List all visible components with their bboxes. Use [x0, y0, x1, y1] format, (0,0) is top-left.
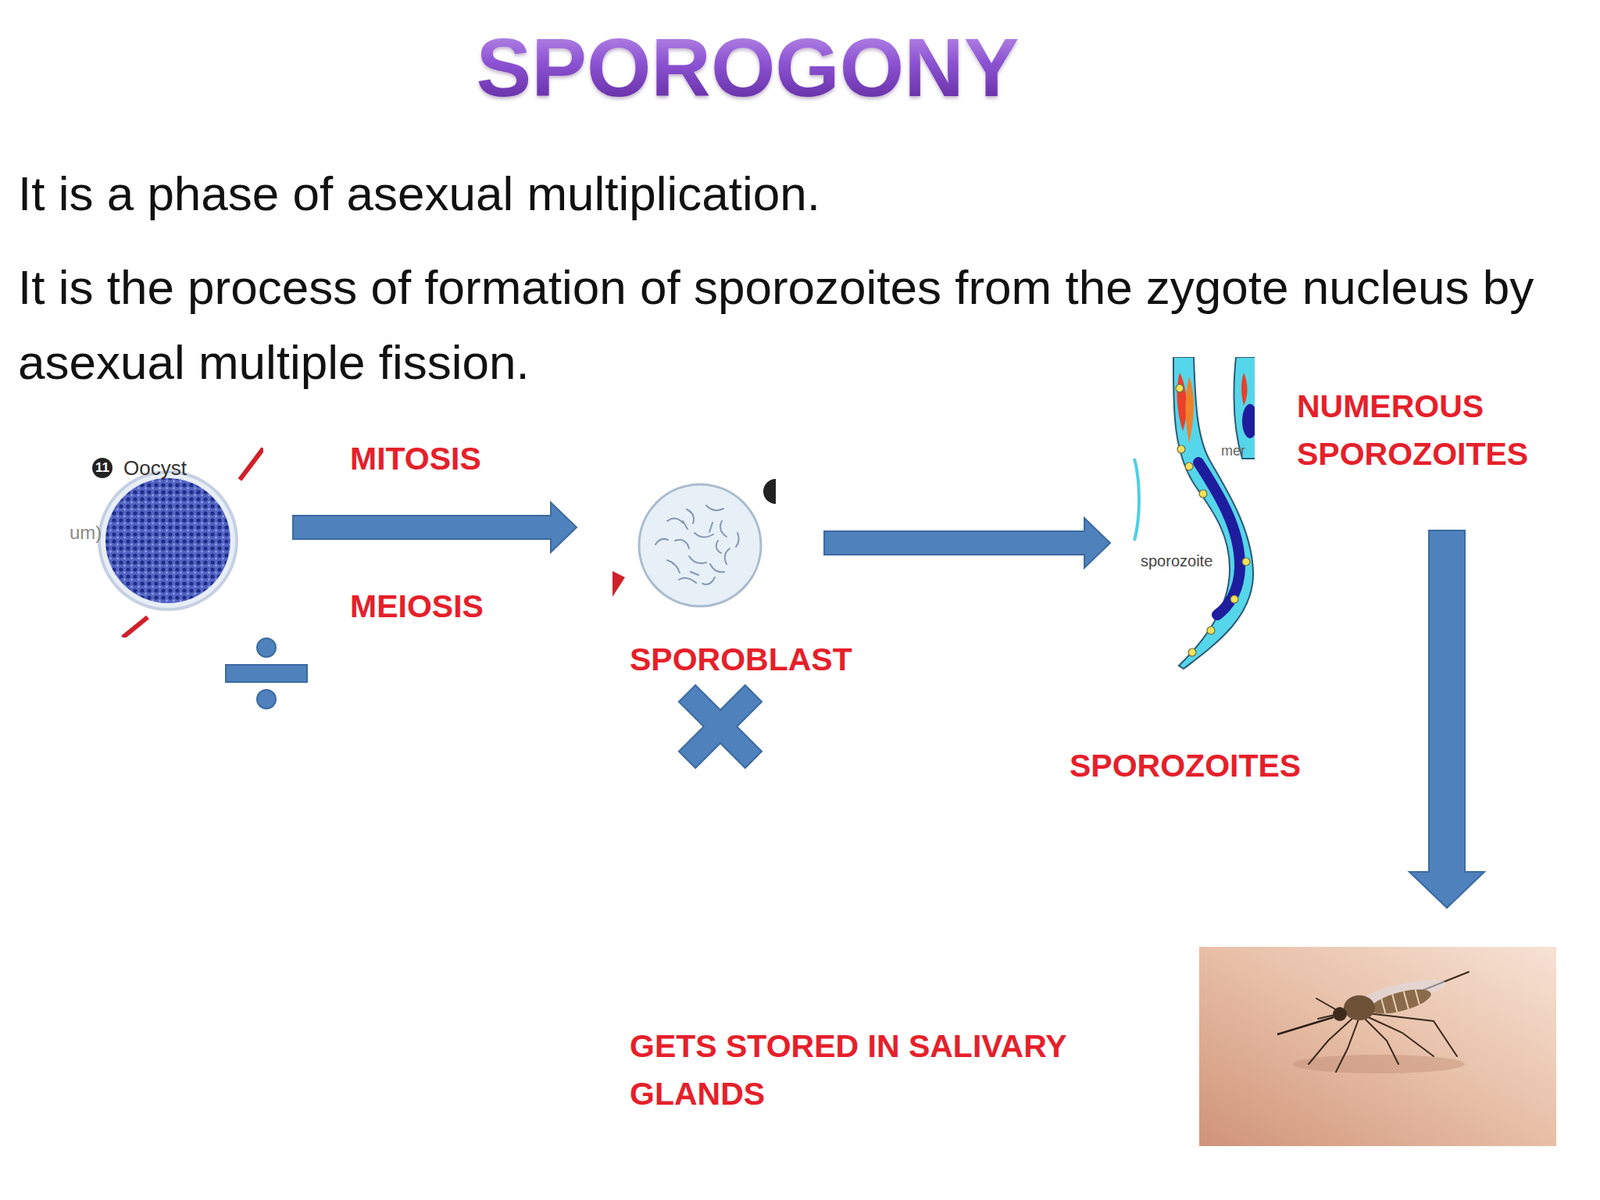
block-arrow — [1409, 530, 1485, 908]
illustration-part — [1367, 984, 1433, 1019]
mosquito-photo — [1199, 946, 1557, 1147]
illustration-part — [639, 484, 761, 607]
illustration-part — [682, 521, 688, 529]
slide-title: SPOROGONY — [435, 21, 1061, 114]
stage-label: SPOROZOITES — [1069, 746, 1301, 786]
process-label: MITOSIS — [350, 439, 482, 479]
illustration-part — [1242, 403, 1255, 439]
illustration-part — [706, 505, 724, 511]
illustration-part — [1367, 984, 1433, 1019]
illustration-part — [1207, 626, 1215, 635]
sporoblast-node: SPOROBLAST — [612, 474, 776, 618]
illustration-part — [710, 564, 725, 572]
illustration-part — [735, 532, 740, 547]
illustration-part — [1332, 1007, 1347, 1022]
illustration-part — [675, 539, 690, 549]
illustration-part — [1392, 993, 1397, 1012]
process-label: MEIOSIS — [350, 587, 484, 626]
illustration-part — [1177, 445, 1186, 454]
cross-symbol — [653, 660, 787, 793]
image-caption: Oocyst — [123, 456, 187, 480]
illustration-part — [225, 664, 308, 683]
illustration-part — [1363, 1017, 1399, 1065]
illustration-part — [1199, 489, 1208, 498]
illustration-part — [1134, 458, 1140, 541]
illustration-part — [612, 474, 776, 618]
stage-note: NUMEROUS SPOROZOITES — [1296, 382, 1540, 479]
block-arrow — [824, 517, 1111, 568]
illustration-part — [257, 638, 276, 658]
illustration-part — [1188, 648, 1197, 657]
illustration-part — [1175, 384, 1184, 393]
illustration-part — [720, 521, 727, 537]
block-arrow — [292, 502, 577, 553]
stage-note: GETS STORED IN SALIVARY GLANDS — [629, 1022, 1161, 1118]
illustration-part — [1177, 372, 1187, 432]
illustration-part — [1343, 995, 1375, 1021]
illustration-part — [122, 617, 148, 638]
illustration-part — [1335, 1017, 1360, 1072]
illustration-part — [1403, 991, 1409, 1010]
stage-label: SPOROBLAST — [629, 640, 853, 679]
illustration-part — [1185, 376, 1195, 443]
illustration-part — [1292, 1054, 1465, 1074]
illustration-part — [1415, 989, 1420, 1005]
illustration-part — [763, 478, 776, 504]
illustration-part — [678, 578, 697, 583]
illustration-part — [1277, 1017, 1334, 1035]
illustration-part — [1308, 971, 1469, 1072]
illustration-part — [257, 689, 276, 709]
illustration-part — [1241, 372, 1248, 406]
body-text: It is the process of formation of sporoz… — [17, 250, 1565, 400]
illustration-part — [1198, 462, 1240, 615]
illustration-part — [667, 517, 683, 523]
illustration-part — [99, 471, 237, 610]
body-text: It is a phase of asexual multiplication. — [17, 164, 1565, 223]
illustration-part — [1364, 1015, 1434, 1057]
illustration-part — [239, 448, 264, 480]
callout-number: 11 — [92, 458, 113, 478]
illustration-part — [1199, 946, 1557, 1147]
illustration-part — [653, 660, 787, 793]
sporoblast-image — [612, 474, 776, 618]
illustration-part — [725, 548, 730, 565]
illustration-part — [69, 440, 264, 638]
illustration-part — [716, 540, 722, 554]
sporozoite-node: sporozoiteSPOROZOITESNUMEROUS SPOROZOITE… — [1132, 357, 1255, 679]
image-caption: sporozoite — [1140, 551, 1213, 571]
illustration-part — [1381, 998, 1386, 1014]
illustration-part — [667, 560, 680, 573]
image-fragment: mer — [1221, 442, 1246, 460]
illustration-part — [1242, 557, 1250, 566]
illustration-part — [709, 522, 713, 533]
illustration-part — [686, 509, 694, 524]
illustration-part — [655, 505, 740, 585]
illustration-part — [1185, 462, 1193, 471]
illustration-part — [694, 532, 714, 538]
illustration-part — [655, 539, 668, 545]
mosquito-node: GETS STORED IN SALIVARY GLANDS — [1199, 946, 1557, 1147]
illustration-part — [702, 577, 715, 585]
illustration-part — [612, 571, 625, 597]
scale-fragment: um) — [69, 521, 102, 544]
illustration-part — [690, 571, 699, 575]
illustration-part — [1367, 1013, 1458, 1057]
illustration-part — [1230, 595, 1239, 604]
illustration-part — [689, 556, 707, 564]
division-symbol — [225, 638, 308, 709]
illustration-part — [1381, 988, 1421, 1016]
illustration-part — [92, 457, 113, 479]
illustration-part — [105, 478, 231, 604]
sporozoite-image — [1132, 357, 1255, 679]
